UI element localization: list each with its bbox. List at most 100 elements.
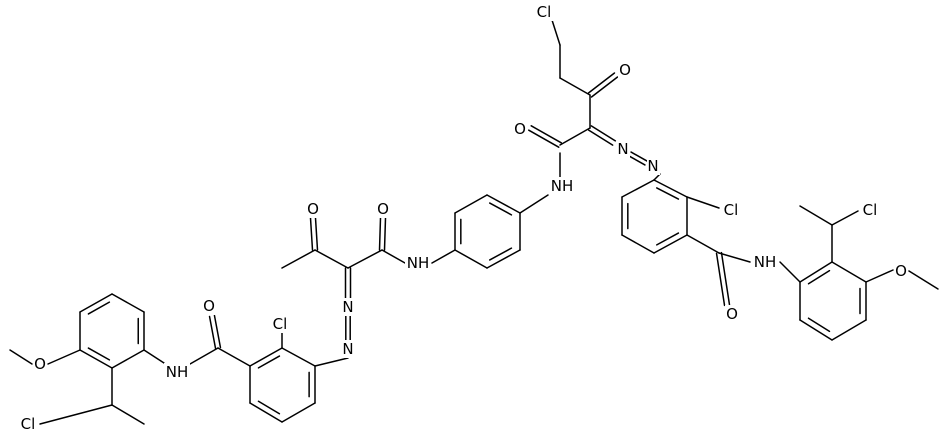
svg-text:N: N [647, 157, 658, 175]
bond-line [779, 261, 801, 283]
bond-line [347, 249, 383, 269]
bond-line [653, 234, 688, 254]
bond-line [39, 404, 113, 425]
svg-text:NH: NH [551, 177, 574, 195]
bond-line [489, 247, 513, 261]
bond-line [79, 293, 113, 313]
bond-line [213, 314, 222, 349]
bond-line [865, 269, 894, 283]
bond-line [559, 127, 591, 146]
bond-line [314, 357, 349, 367]
bond-line [189, 347, 219, 365]
bond-line [528, 129, 560, 148]
bond-line [656, 232, 680, 246]
bond-line [309, 217, 314, 251]
bond-line [47, 349, 81, 365]
bond-line [281, 249, 316, 269]
bond-line [454, 249, 488, 269]
svg-text:Cl: Cl [724, 201, 739, 219]
bond-line [630, 151, 648, 162]
bond-line [378, 217, 382, 251]
bond-line [314, 249, 349, 269]
svg-text:NH: NH [166, 363, 189, 381]
svg-text:O: O [203, 297, 215, 315]
svg-text:NH: NH [407, 254, 430, 272]
bond-line [79, 349, 113, 369]
atom-label-o-amide-left: O [376, 200, 390, 218]
bond-line [257, 400, 281, 415]
bond-line [831, 261, 867, 283]
atom-label-n-azo-left-2: N [342, 340, 355, 358]
atom-label-nh-right-amide: NH [752, 253, 778, 271]
bond-line [621, 179, 655, 198]
bond-line [486, 194, 521, 214]
bond-line [559, 77, 591, 96]
atom-label-o-right-amide: O [725, 305, 739, 323]
bond-line [621, 234, 655, 254]
svg-text:N: N [342, 340, 353, 358]
svg-text:Cl: Cl [537, 3, 552, 21]
bond-line [590, 76, 619, 98]
atom-label-nh-center-left: NH [405, 254, 431, 272]
svg-text:N: N [617, 140, 628, 158]
atom-label-cl-right-ethyl: Cl [859, 201, 881, 219]
atom-label-nh-center-right: NH [549, 177, 575, 195]
bond-line [831, 319, 867, 341]
bond-line [831, 210, 859, 226]
bond-line [87, 347, 111, 361]
atom-label-cl-right-ring: Cl [720, 201, 742, 219]
svg-text:O: O [726, 305, 738, 323]
bond-line [111, 404, 145, 425]
bond-lines [9, 19, 939, 425]
bond-line [111, 349, 145, 369]
bond-line [489, 202, 513, 216]
bond-line [715, 252, 726, 307]
bond-line [249, 402, 283, 423]
bond-line [587, 129, 614, 146]
bond-line [530, 125, 562, 144]
bond-line [656, 187, 680, 200]
bond-line [720, 251, 731, 306]
atom-label-n-azo-right-1: N [617, 140, 630, 158]
bond-line [807, 269, 831, 285]
atom-label-cl-left-ethyl: Cl [17, 415, 39, 433]
svg-text:Cl: Cl [273, 315, 288, 333]
atom-label-o-amide-center: O [513, 120, 527, 138]
bond-line [686, 234, 720, 254]
atom-labels: Cl O O NH N N Cl Cl NH O O O O NH N N Cl… [17, 3, 908, 433]
bond-line [281, 347, 316, 367]
bond-line [454, 194, 488, 214]
bond-line [9, 349, 33, 365]
bond-line [257, 355, 281, 369]
svg-text:O: O [514, 120, 526, 138]
bond-line [718, 252, 751, 263]
bond-line [799, 261, 833, 283]
bond-line [249, 347, 283, 367]
svg-text:O: O [895, 262, 907, 280]
atom-label-cl-left-ring: Cl [269, 315, 291, 333]
atom-label-o-left-amide: O [202, 297, 216, 315]
bond-line [799, 205, 833, 226]
bond-line [590, 125, 617, 142]
bond-line [486, 249, 521, 269]
bond-line [807, 317, 831, 333]
atom-label-o-methoxy-right: O [894, 262, 908, 280]
bond-line [628, 155, 646, 166]
bond-line [217, 347, 251, 367]
bond-line [383, 217, 387, 251]
bond-line [587, 72, 616, 94]
bond-line [314, 217, 319, 251]
bond-line [799, 319, 833, 341]
atom-label-n-azo-left-1: N [342, 298, 355, 316]
atom-label-nh-left-amide: NH [164, 363, 190, 381]
bond-line [431, 249, 456, 264]
svg-text:O: O [34, 355, 46, 373]
bond-line [653, 179, 688, 198]
bond-line [208, 315, 217, 350]
svg-text:Cl: Cl [21, 415, 36, 433]
bond-line [551, 19, 561, 46]
bond-line [908, 270, 939, 290]
bond-line [111, 293, 145, 313]
bond-line [519, 194, 549, 214]
